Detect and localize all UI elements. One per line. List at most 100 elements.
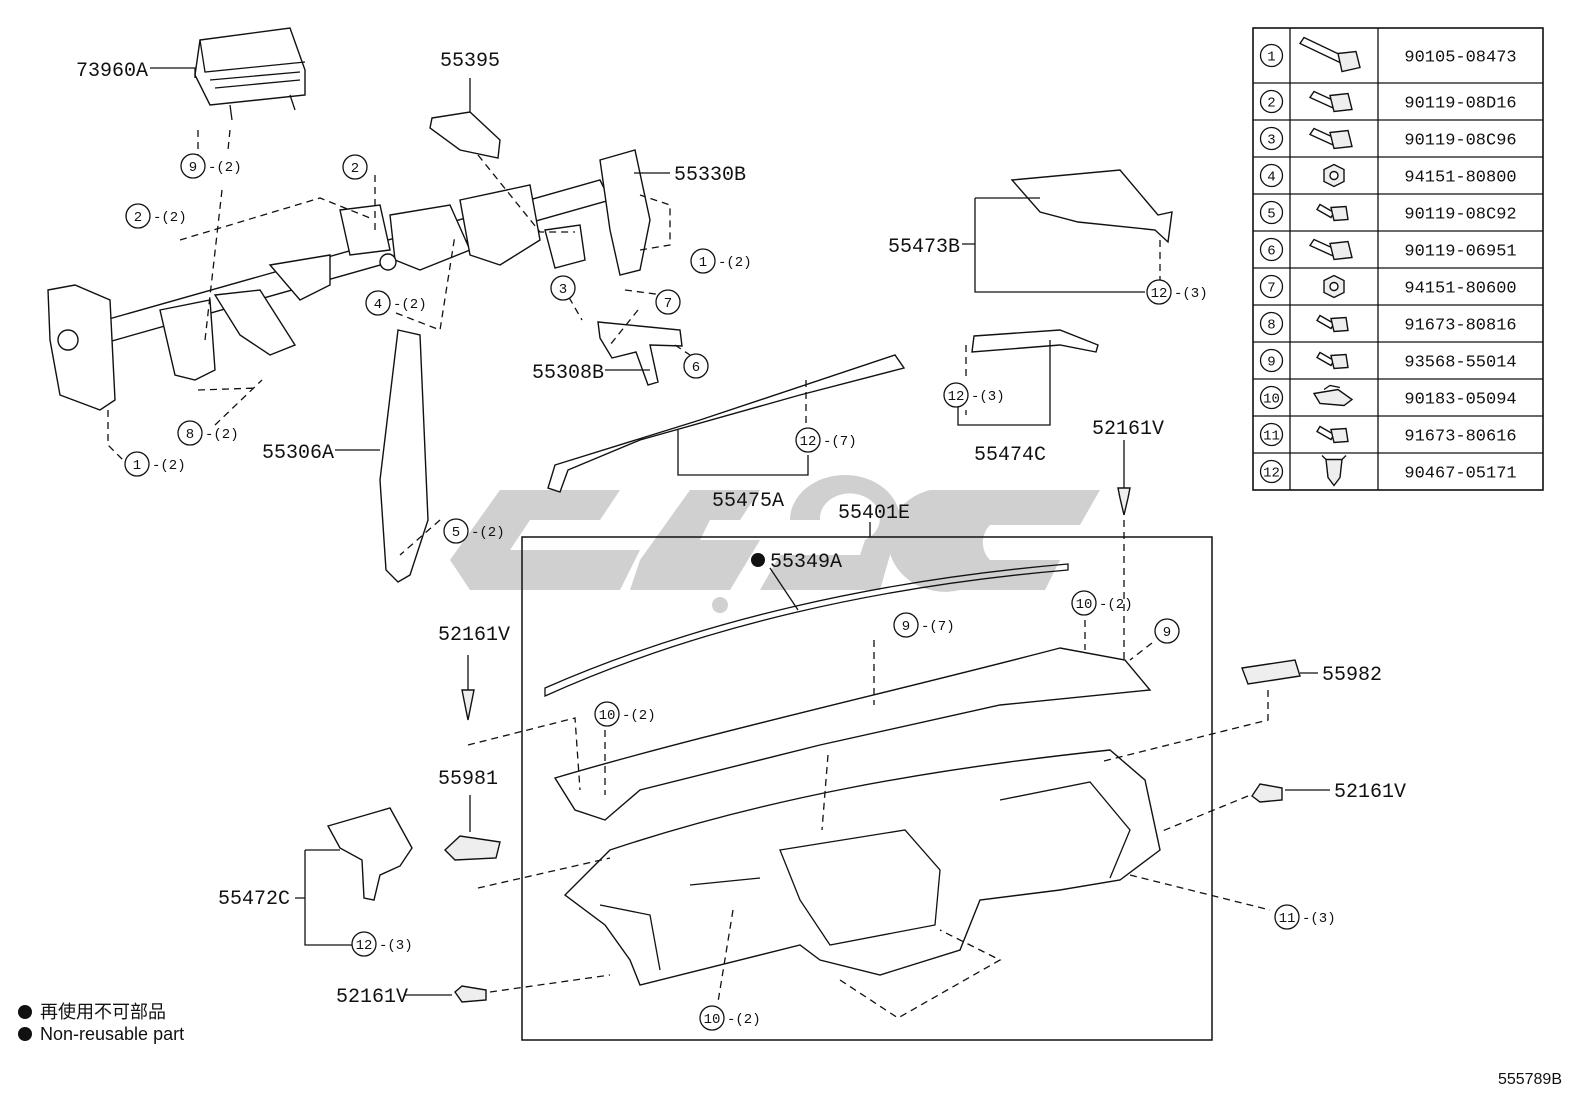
- label-55395: 55395: [440, 50, 500, 73]
- callout-c12_d: 12-(3): [351, 931, 413, 957]
- strip-55475a: [547, 354, 906, 493]
- callout-number: 10: [599, 708, 616, 724]
- short-bolt-icon: [1316, 314, 1349, 333]
- label-52161v-mid: 52161V: [438, 624, 510, 647]
- row-number: 6: [1267, 244, 1275, 260]
- label-55473b: 55473B: [888, 236, 960, 259]
- callout-number: 12: [948, 389, 965, 405]
- label-55330b: 55330B: [674, 164, 746, 187]
- part-number: 91673-80616: [1404, 428, 1516, 447]
- part-number: 90119-08C96: [1404, 132, 1516, 151]
- airbag-module-73960a: [194, 27, 306, 121]
- row-number-circle: [1259, 459, 1284, 484]
- strip-55474c: [971, 329, 1099, 353]
- callout-number: 2: [351, 161, 359, 177]
- parts-table-row: 3 90119-08C96: [1259, 126, 1517, 151]
- callout-c10_c: 10-(2): [699, 1005, 761, 1031]
- clip-52161v-c: [1251, 783, 1283, 803]
- callout-c12_c: 12-(7): [795, 427, 857, 453]
- part-number: 94151-80800: [1404, 169, 1516, 188]
- legend-jp-text: 再使用不可部品: [40, 1002, 166, 1022]
- parts-table-row: 2 90119-08D16: [1259, 89, 1517, 114]
- row-number-circle: [1259, 274, 1284, 299]
- solid-leaders: [150, 67, 1330, 996]
- short-bolt-icon: [1316, 351, 1349, 370]
- legend-en-text: Non-reusable part: [40, 1024, 185, 1044]
- vent-55982: [1241, 659, 1301, 685]
- callout-number: 9: [189, 160, 197, 176]
- callout-number: 10: [704, 1012, 721, 1028]
- row-number-circle: [1259, 385, 1284, 410]
- callout-qty: -(2): [622, 708, 656, 724]
- callout-number: 5: [452, 525, 460, 541]
- callout-qty: -(3): [1302, 911, 1336, 927]
- label-55306a: 55306A: [262, 442, 334, 465]
- vent-55981: [443, 835, 501, 861]
- part-labels: 73960A 55395 55330B 55473B 55308B 55306A…: [76, 50, 1406, 1009]
- part-number: 90119-08C92: [1404, 206, 1516, 225]
- part-number: 94151-80600: [1404, 280, 1516, 299]
- row-number-circle: [1259, 163, 1284, 188]
- label-55472c: 55472C: [218, 888, 290, 911]
- assembly-box-55401e: [521, 536, 1213, 1041]
- callout-c9_b: 9-(7): [893, 612, 955, 638]
- callout-qty: -(2): [208, 160, 242, 176]
- callout-qty: -(2): [393, 297, 427, 313]
- part-number: 90119-06951: [1404, 243, 1516, 262]
- row-number: 2: [1267, 96, 1275, 112]
- parts-table-row: 4 94151-80800: [1259, 163, 1517, 188]
- label-73960a: 73960A: [76, 60, 148, 83]
- label-55308b: 55308B: [532, 362, 604, 385]
- parts-table-row: 7 94151-80600: [1259, 274, 1517, 299]
- label-52161v-right: 52161V: [1334, 781, 1406, 804]
- panel-55472c: [326, 807, 413, 901]
- flange-bolt-icon: [1308, 90, 1353, 113]
- callout-number: 11: [1279, 911, 1296, 927]
- cross-car-beam: [47, 149, 651, 411]
- clip-nut-icon: [1312, 384, 1354, 407]
- callout-c3: 3: [550, 275, 576, 301]
- callout-qty: -(2): [153, 210, 187, 226]
- row-number: 12: [1263, 466, 1280, 482]
- clip-52161v-a: [1117, 487, 1131, 516]
- row-number: 1: [1267, 50, 1275, 66]
- callout-c10_b: 10 -(2): [594, 701, 656, 727]
- callout-qty: -(2): [1099, 597, 1133, 613]
- label-55349a: 55349A: [770, 551, 842, 574]
- callouts: 9-(2)2-(2)21-(2)3764-(2)8-(2)1-(2)12-(3)…: [124, 153, 1336, 1031]
- panel-55473b: [1010, 169, 1173, 244]
- callout-c2_mid: 2: [342, 154, 368, 180]
- callout-number: 1: [133, 458, 141, 474]
- callout-c11: 11 -(3): [1274, 904, 1336, 930]
- hex-nut-icon: [1323, 163, 1345, 188]
- label-55982: 55982: [1322, 664, 1382, 687]
- callout-c2_left: 2 -(2): [125, 203, 187, 229]
- callout-qty: -(2): [471, 525, 505, 541]
- bracket-55308b: [597, 321, 683, 386]
- label-55981: 55981: [438, 768, 498, 791]
- callout-number: 1: [699, 255, 707, 271]
- callout-c9_top: 9 -(2): [180, 153, 242, 179]
- callout-qty: -(2): [205, 427, 239, 443]
- legend-jp: 再使用不可部品: [18, 998, 166, 1024]
- callout-c1_bot: 1-(2): [124, 451, 186, 477]
- callout-number: 6: [692, 360, 700, 376]
- brace-55306a: [379, 329, 429, 583]
- callout-number: 12: [356, 938, 373, 954]
- callout-number: 8: [186, 427, 194, 443]
- callout-c9_c: 9: [1154, 618, 1180, 644]
- row-number: 7: [1267, 281, 1275, 297]
- callout-number: 2: [134, 210, 142, 226]
- label-52161v-bottom: 52161V: [336, 986, 408, 1009]
- row-number: 3: [1267, 133, 1275, 149]
- short-bolt-icon: [1316, 425, 1349, 444]
- part-number: 90119-08D16: [1404, 95, 1516, 114]
- callout-number: 12: [800, 434, 817, 450]
- row-number: 4: [1267, 170, 1275, 186]
- callout-c12_b: 12-(3): [943, 382, 1005, 408]
